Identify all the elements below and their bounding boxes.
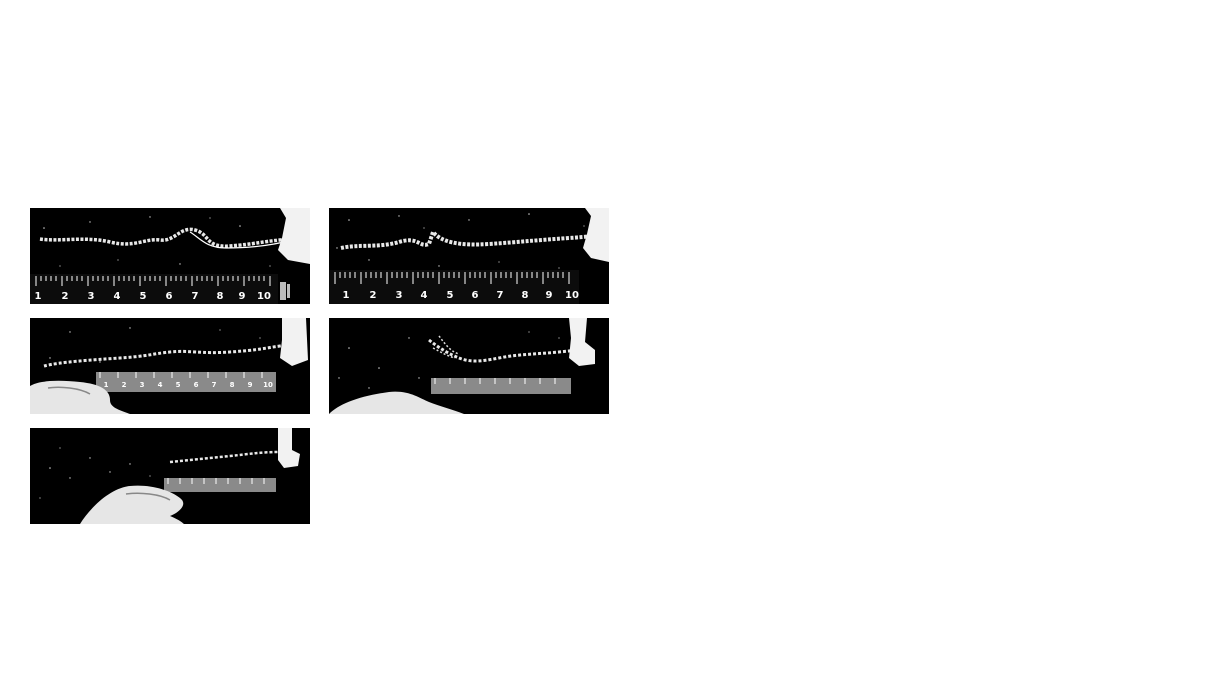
clamp [278,208,310,264]
ruler-label: 5 [140,291,147,302]
hand [329,391,464,414]
ruler-label: 7 [192,291,199,302]
ruler-label: 3 [396,290,403,301]
ruler-ticks [334,272,570,284]
speckle-noise [49,327,261,363]
ruler-label: 2 [370,290,377,301]
ruler-label: 1 [35,291,42,302]
photo-3: 1 2 3 4 5 6 7 8 9 10 [30,318,310,414]
ruler-ticks [167,478,265,484]
photo-1-scene: 1 2 3 4 5 6 7 8 9 10 [30,208,310,304]
hand-shadow [125,492,171,501]
ruler-ticks [434,378,556,384]
twisted-specimen [169,450,293,464]
ruler-label: 6 [166,291,173,302]
speckle-noise [336,213,585,269]
photo-4 [329,318,609,414]
photo-2: 1 2 3 4 5 6 7 8 9 10 [329,208,609,304]
ruler-label: 6 [194,381,199,389]
hand [30,380,130,414]
ruler-label: 5 [447,290,454,301]
ruler-end-logo [280,282,290,300]
ruler-label: 5 [176,381,181,389]
ruler-label: 8 [217,291,224,302]
photo-3-scene: 1 2 3 4 5 6 7 8 9 10 [30,318,308,414]
ruler-label: 10 [257,291,271,302]
ruler-label: 1 [104,381,109,389]
clamp [569,318,595,366]
ruler-label: 8 [230,381,235,389]
twisted-specimen [428,338,584,363]
ruler-label: 3 [88,291,95,302]
ruler-label: 9 [248,381,253,389]
ruler-label: 6 [472,290,479,301]
hand-shadow [47,386,91,395]
clamp [280,318,308,366]
ruler-label: 3 [140,381,145,389]
photo-4-scene [329,318,595,414]
ruler-label: 4 [114,291,121,302]
ruler-label: 4 [158,381,163,389]
ruler-ticks [99,372,263,378]
ruler-label: 10 [565,290,579,301]
ruler-label: 2 [122,381,127,389]
clamp [278,428,300,468]
ruler-label: 7 [497,290,504,301]
ruler-label: 9 [546,290,553,301]
ruler-label: 8 [522,290,529,301]
ruler-label: 4 [421,290,428,301]
specimen-highlight [189,231,293,249]
ruler-label: 9 [239,291,246,302]
twisted-specimen [39,227,299,248]
twisted-specimen [43,342,297,368]
specimen-loose-fibers [432,335,460,359]
ruler-label: 7 [212,381,217,389]
ruler-label: 10 [263,381,273,389]
twisted-specimen [340,227,596,250]
ruler [30,274,278,304]
clamp [583,208,609,262]
photo-5 [30,428,310,524]
speckle-noise [43,216,271,267]
ruler [431,378,571,394]
photo-2-scene: 1 2 3 4 5 6 7 8 9 10 [329,208,609,304]
ruler-label: 1 [343,290,350,301]
ruler [164,478,276,492]
ruler-label: 2 [62,291,69,302]
photo-5-scene [39,428,300,524]
ruler [96,372,276,392]
photo-1: 1 2 3 4 5 6 7 8 9 10 [30,208,310,304]
ruler-ticks [35,276,271,286]
